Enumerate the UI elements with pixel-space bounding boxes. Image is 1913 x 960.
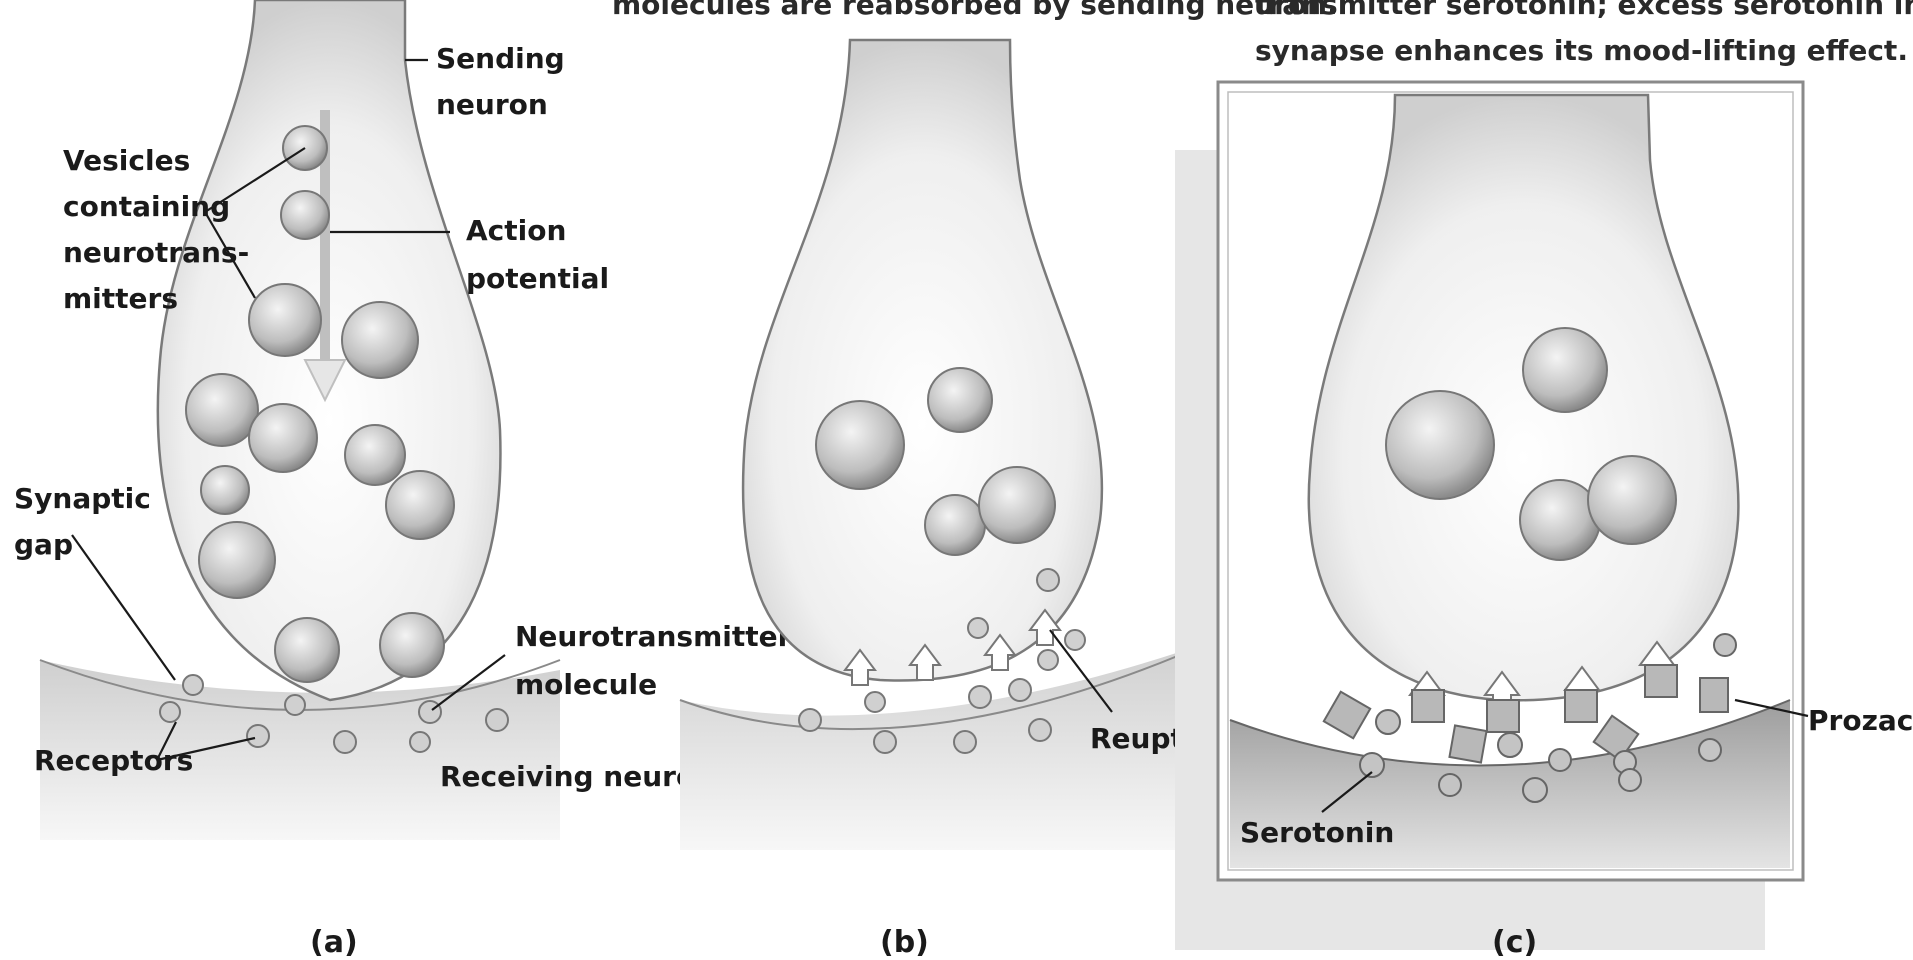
panel-c: Prozac Serotonin (c) (1175, 82, 1913, 960)
label-prozac: Prozac (1808, 704, 1913, 737)
panel-b-caption: molecules are reabsorbed by sending neur… (612, 0, 1338, 21)
label-action-potential: Action potential (466, 214, 609, 295)
label-receptors: Receptors (34, 744, 193, 777)
panel-c-label: (c) (1492, 925, 1537, 960)
panel-c-caption-line2: synapse enhances its mood-lifting effect… (1255, 34, 1908, 67)
panel-b-label: (b) (880, 925, 929, 960)
panel-a-label: (a) (310, 925, 358, 960)
panel-b: Reuptake (b) (680, 40, 1240, 960)
label-receiving-neuron: Receiving neuron (440, 760, 715, 793)
label-sending-neuron: Sending neuron (436, 42, 574, 121)
panel-c-caption-line1: transmitter serotonin; excess serotonin … (1255, 0, 1913, 21)
label-serotonin: Serotonin (1240, 816, 1394, 849)
label-synaptic-gap: Synaptic gap (14, 482, 161, 561)
